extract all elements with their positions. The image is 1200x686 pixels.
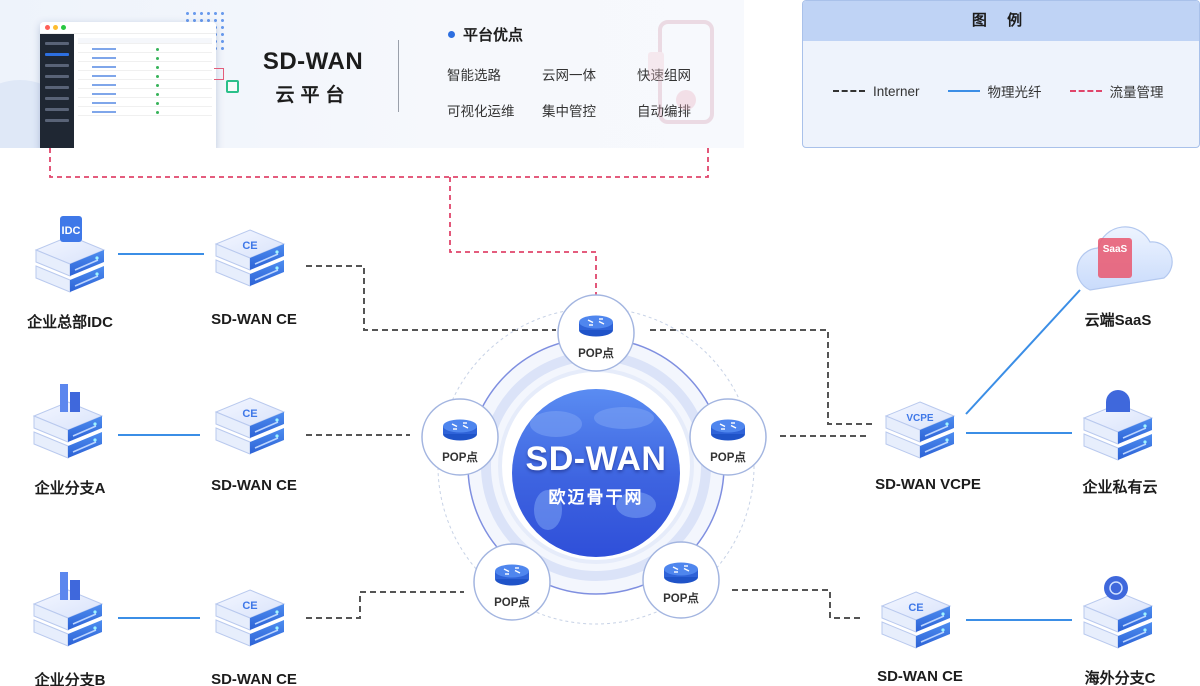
pop-node-left bbox=[421, 398, 499, 476]
overseas-branch-icon bbox=[1083, 576, 1153, 649]
traffic-line-to-pop bbox=[449, 177, 597, 296]
pop-label: POP点 bbox=[663, 593, 699, 605]
branch-building-icon bbox=[33, 384, 103, 459]
pop-label: POP点 bbox=[442, 452, 478, 464]
ce-device-icon: CE bbox=[215, 229, 285, 287]
branch-building-icon bbox=[33, 572, 103, 647]
ce-label: SD-WAN CE bbox=[211, 671, 297, 686]
ce-badge: CE bbox=[242, 600, 257, 612]
ce-label-right: SD-WAN CE bbox=[877, 668, 963, 685]
site-label-hq-idc: 企业总部IDC bbox=[27, 314, 113, 331]
private-cloud-label: 企业私有云 bbox=[1082, 479, 1158, 496]
legend-title: 图 例 bbox=[803, 1, 1199, 41]
traffic-line-platform bbox=[49, 148, 709, 178]
saas-badge: SaaS bbox=[1103, 244, 1128, 255]
svg-text:IDC: IDC bbox=[62, 225, 81, 237]
platform-title: SD-WAN 云平台 bbox=[250, 48, 376, 107]
vcpe-label: SD-WAN VCPE bbox=[875, 476, 981, 493]
green-square-decoration bbox=[226, 80, 239, 93]
advantage-item: 智能选路 bbox=[447, 68, 501, 83]
dashed-line-icon bbox=[833, 90, 865, 92]
pink-dashed-line-icon bbox=[1069, 90, 1102, 92]
platform-title-line2: 云平台 bbox=[275, 85, 351, 106]
legend-item-internet: Interner bbox=[833, 84, 920, 99]
phone-watermark-icon bbox=[648, 20, 714, 124]
overseas-branch-label: 海外分支C bbox=[1084, 670, 1156, 686]
ce-label: SD-WAN CE bbox=[211, 311, 297, 328]
vcpe-badge: VCPE bbox=[906, 413, 934, 424]
legend: 图 例 Interner 物理光纤 流量管理 bbox=[802, 0, 1200, 148]
cloud-saas-icon: SaaS bbox=[1076, 226, 1173, 291]
platform-title-line1: SD-WAN bbox=[262, 48, 364, 75]
bullet-dot-icon bbox=[448, 31, 455, 38]
advantage-item: 可视化运维 bbox=[447, 104, 515, 119]
ce-device-icon: CE bbox=[215, 589, 285, 647]
pop-label: POP点 bbox=[494, 597, 530, 609]
hub-title: SD-WAN bbox=[525, 440, 667, 478]
cloud-saas-label: 云端SaaS bbox=[1084, 312, 1152, 329]
ce-badge: CE bbox=[908, 602, 923, 614]
platform-screenshot-thumbnail bbox=[40, 22, 216, 148]
legend-item-traffic: 流量管理 bbox=[1069, 81, 1164, 101]
site-label-branch-b: 企业分支B bbox=[34, 672, 106, 686]
platform-panel: SD-WAN 云平台 平台优点 智能选路 云网一体 快速组网 可视化运维 集中管… bbox=[0, 0, 744, 148]
advantage-item: 集中管控 bbox=[542, 104, 596, 119]
private-cloud-icon bbox=[1083, 390, 1153, 461]
advantage-item: 自动编排 bbox=[637, 104, 691, 119]
ce-badge: CE bbox=[242, 240, 257, 252]
pop-node-top bbox=[557, 294, 635, 372]
ce-label: SD-WAN CE bbox=[211, 477, 297, 494]
hub-subtitle: 欧迈骨干网 bbox=[548, 488, 644, 507]
advantage-item: 快速组网 bbox=[637, 64, 732, 84]
thumbnail-table bbox=[78, 38, 212, 148]
ce-device-icon: CE bbox=[215, 397, 285, 455]
vcpe-device-icon: VCPE bbox=[885, 401, 955, 459]
solid-line-icon bbox=[947, 90, 980, 92]
pop-label: POP点 bbox=[710, 452, 746, 464]
pop-node-bottom-left bbox=[473, 543, 551, 621]
ce-badge: CE bbox=[242, 408, 257, 420]
pink-corner-decoration bbox=[214, 68, 224, 80]
pop-node-right bbox=[689, 398, 767, 476]
legend-item-fiber: 物理光纤 bbox=[947, 81, 1042, 101]
advantages-heading: 平台优点 bbox=[448, 24, 523, 45]
advantage-item: 云网一体 bbox=[542, 68, 596, 83]
thumbnail-sidebar bbox=[40, 34, 74, 148]
internet-links bbox=[306, 265, 872, 619]
pop-label: POP点 bbox=[578, 348, 614, 360]
advantages-list: 智能选路 云网一体 快速组网 可视化运维 集中管控 自动编排 bbox=[447, 64, 732, 120]
site-label-branch-a: 企业分支A bbox=[34, 480, 106, 497]
ce-device-icon: CE bbox=[881, 591, 951, 649]
divider bbox=[398, 40, 399, 112]
fiber-links bbox=[118, 253, 1081, 621]
idc-server-icon: IDC bbox=[35, 216, 105, 293]
pop-node-bottom-right bbox=[642, 541, 720, 619]
